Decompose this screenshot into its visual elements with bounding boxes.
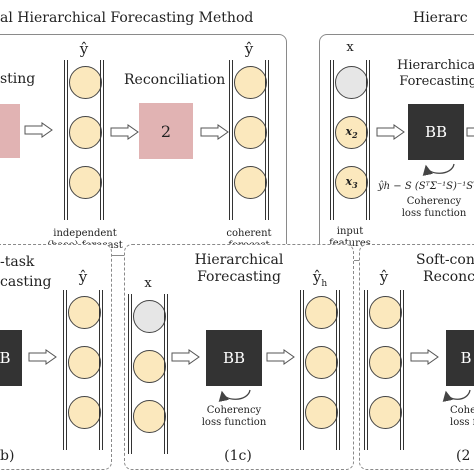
- panel4-title: Hierarchical Forecasting: [194, 252, 284, 285]
- input-node-2: x2: [334, 116, 368, 149]
- arrow-to-output-panel3: [28, 349, 57, 365]
- panel3-label: b): [0, 448, 15, 464]
- coherent-node-3: [233, 166, 267, 199]
- panel4-output-node-1: [304, 296, 338, 329]
- panel1-title: al Hierarchical Forecasting Method: [0, 10, 254, 26]
- panel5-label: (2: [456, 448, 471, 464]
- coherent-node-2: [233, 116, 267, 149]
- yhat-coherent-label: ŷ: [244, 40, 254, 58]
- black-box-panel2: BB: [408, 104, 464, 160]
- panel3-yhat-label: ŷ: [78, 268, 88, 286]
- arrow-to-base: [24, 122, 53, 138]
- black-box-panel3: B: [0, 330, 22, 386]
- input-node-1: [334, 66, 368, 99]
- panel5-yhat-label: ŷ: [379, 268, 389, 286]
- panel4-yhat-label: ŷh: [312, 268, 328, 289]
- black-box-panel4: BB: [206, 330, 262, 386]
- reconciliation-box: 2: [139, 103, 193, 159]
- panel4-input-node-2: [132, 350, 166, 383]
- panel3-node-1: [67, 296, 101, 329]
- panel5-node-2: [368, 346, 402, 379]
- panel4-input-column: [128, 294, 168, 454]
- panel1-left-label: sting: [0, 71, 36, 87]
- panel5-node-1: [368, 296, 402, 329]
- panel4-output-node-3: [304, 396, 338, 429]
- arrow-to-bb-panel2: [376, 124, 405, 140]
- panel5-column: [364, 290, 404, 450]
- arrow-from-bb-panel2: [466, 127, 474, 137]
- arrow-to-bb-panel4: [171, 349, 200, 365]
- panel3-node-3: [67, 396, 101, 429]
- panel3-title: -task casting: [0, 254, 52, 290]
- arrow-to-bb-panel5: [410, 349, 439, 365]
- input-features-label: input features: [329, 226, 371, 249]
- panel4-input-node-1: [132, 300, 166, 333]
- base-node-2: [68, 116, 102, 149]
- panel5-title: Soft-cons Reconc: [416, 252, 474, 285]
- coherent-node-1: [233, 66, 267, 99]
- coherency-loop-panel5: [442, 389, 471, 402]
- panel4-x-label: x: [144, 276, 152, 291]
- base-node-1: [68, 66, 102, 99]
- coherency-label-panel2: Coherency loss function: [401, 196, 467, 219]
- coherency-label-panel4: Coherency loss function: [201, 405, 267, 428]
- coherency-loop-panel2: [422, 163, 455, 176]
- base-forecast-box: [0, 104, 20, 158]
- reconciliation-label: Reconciliation: [124, 72, 226, 88]
- arrow-to-output-panel4: [266, 349, 295, 365]
- panel4-output-column: [300, 290, 340, 450]
- panel4-output-node-2: [304, 346, 338, 379]
- black-box-panel5: B: [446, 330, 474, 386]
- coherency-loop-panel4: [218, 389, 251, 402]
- coherent-forecast-column: [229, 60, 269, 220]
- base-node-3: [68, 166, 102, 199]
- coherency-label-panel5: Cohe loss f: [450, 405, 474, 428]
- panel2-title: Hierarc: [413, 10, 468, 26]
- input-node-3: x3: [334, 166, 368, 199]
- base-forecast-column: [64, 60, 104, 220]
- arrow-to-coherent: [200, 124, 229, 140]
- panel3-output-column: [63, 290, 103, 450]
- panel4-input-node-3: [132, 400, 166, 433]
- panel2-hf-label: Hierarchical Forecasting: [397, 58, 474, 89]
- panel4-label: (1c): [224, 448, 252, 464]
- arrow-to-reconciliation: [110, 124, 139, 140]
- panel5-node-3: [368, 396, 402, 429]
- input-features-column: x2 x3: [330, 60, 370, 220]
- panel2-x-label: x: [346, 40, 354, 55]
- formula-text: ŷh − S (SᵀΣ⁻¹S)⁻¹SᵀΣ: [378, 181, 474, 192]
- yhat-base-label: ŷ: [79, 40, 89, 58]
- panel3-node-2: [67, 346, 101, 379]
